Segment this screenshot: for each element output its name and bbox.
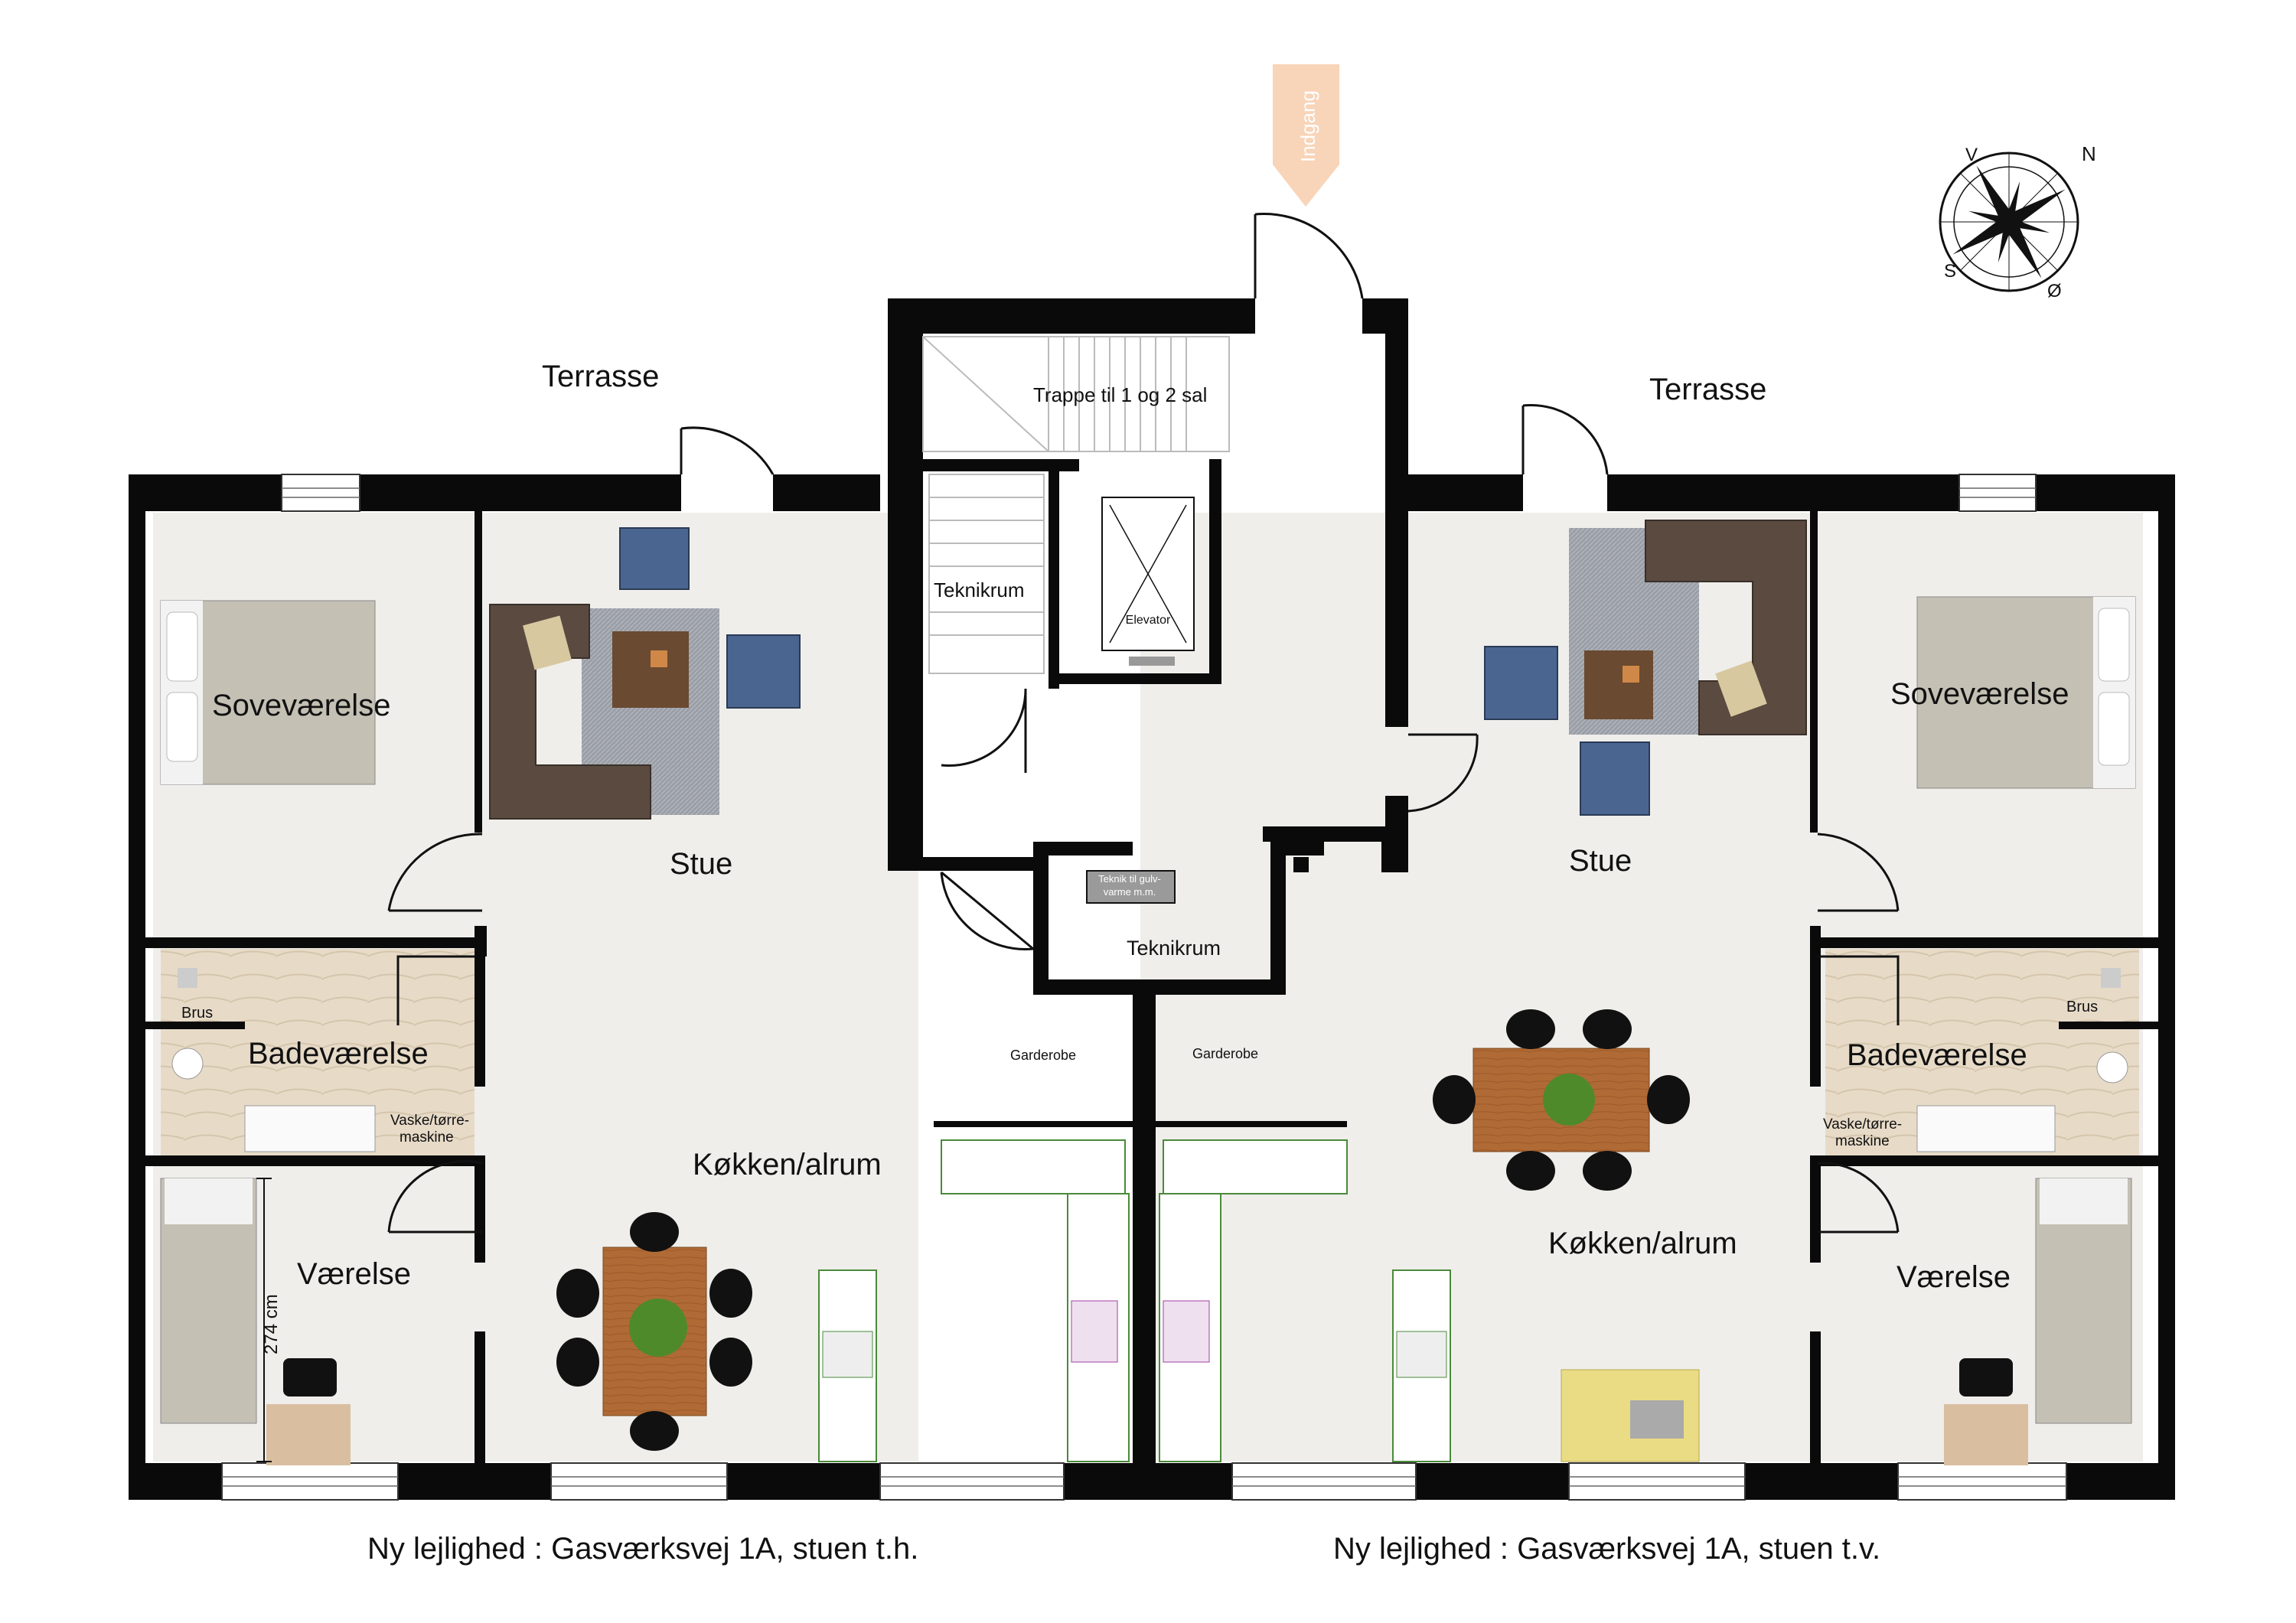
left-sink — [244, 1105, 376, 1152]
entrance-arrow — [1273, 64, 1339, 207]
elevator-label: Elevator — [1126, 614, 1171, 627]
floor-heating-label-2: varme m.m. — [1104, 886, 1156, 898]
left-room-dimension: 274 cm — [261, 1294, 282, 1354]
left-terrace-label: Terrasse — [542, 360, 659, 393]
right-wardrobe-label: Garderobe — [1192, 1046, 1258, 1061]
right-wardrobe-top — [1163, 1139, 1348, 1194]
compass-v: V — [1965, 145, 1978, 165]
window-lines — [222, 487, 2066, 1487]
left-coffee-table — [612, 631, 689, 708]
right-washer-label-2: maskine — [1835, 1133, 1890, 1149]
tech-room-top-label: Teknikrum — [934, 578, 1024, 601]
stairs-label: Trappe til 1 og 2 sal — [1033, 383, 1207, 406]
left-bedroom-label: Soveværelse — [212, 689, 390, 722]
left-bathroom-label: Badeværelse — [248, 1037, 429, 1071]
left-washer-label-2: maskine — [400, 1129, 454, 1146]
left-sofa — [489, 604, 651, 820]
left-room-label: Værelse — [297, 1257, 411, 1291]
right-armchair-1 — [1484, 646, 1558, 720]
left-furniture — [160, 527, 1130, 1465]
floor-heating-label-1: Teknik til gulv- — [1098, 873, 1161, 885]
right-address: Ny lejlighed : Gasværksvej 1A, stuen t.v… — [1333, 1532, 1880, 1566]
right-kitchen-label: Køkken/alrum — [1548, 1227, 1737, 1260]
floor-heating-box — [1086, 870, 1176, 904]
tech-room-bottom-label: Teknikrum — [1127, 937, 1221, 960]
right-plant — [1543, 1074, 1595, 1126]
right-sofa — [1645, 520, 1807, 735]
elevator — [1101, 497, 1195, 666]
left-shower-label: Brus — [181, 1005, 213, 1022]
left-plant — [629, 1299, 687, 1357]
right-bathroom-label: Badeværelse — [1847, 1038, 2027, 1072]
left-armchair-2 — [726, 634, 801, 709]
compass-o: Ø — [2047, 281, 2062, 301]
door-swings — [387, 213, 1900, 1234]
stairs — [922, 336, 1230, 674]
left-address: Ny lejlighed : Gasværksvej 1A, stuen t.h… — [367, 1532, 918, 1566]
right-bedroom-label: Soveværelse — [1890, 677, 2069, 711]
right-terrace-label: Terrasse — [1649, 373, 1766, 406]
dimension-line — [256, 1178, 272, 1462]
compass-n: N — [2082, 142, 2096, 165]
windows — [221, 474, 2067, 1501]
right-sink — [1916, 1105, 2056, 1152]
right-washer-label-1: Vaske/tørre- — [1823, 1116, 1902, 1133]
left-living-label: Stue — [670, 847, 732, 881]
left-washer-label-1: Vaske/tørre- — [390, 1113, 469, 1129]
left-kitchen-label: Køkken/alrum — [693, 1148, 882, 1181]
entrance-label: Indgang — [1296, 90, 1319, 162]
compass-s: S — [1944, 261, 1956, 282]
left-wardrobe-label: Garderobe — [1010, 1048, 1076, 1063]
right-furniture — [1159, 520, 2136, 1465]
left-desk — [266, 1404, 351, 1465]
compass-rose — [1939, 152, 2079, 292]
walls — [129, 298, 2175, 1500]
right-coffee-table — [1584, 650, 1653, 719]
right-shower-label: Brus — [2066, 999, 2098, 1015]
right-living-label: Stue — [1569, 844, 1632, 878]
left-armchair-1 — [619, 527, 690, 590]
right-room-label: Værelse — [1896, 1260, 2011, 1294]
left-wardrobe-top — [941, 1139, 1126, 1194]
right-armchair-2 — [1580, 741, 1650, 816]
right-desk — [1944, 1404, 2028, 1465]
